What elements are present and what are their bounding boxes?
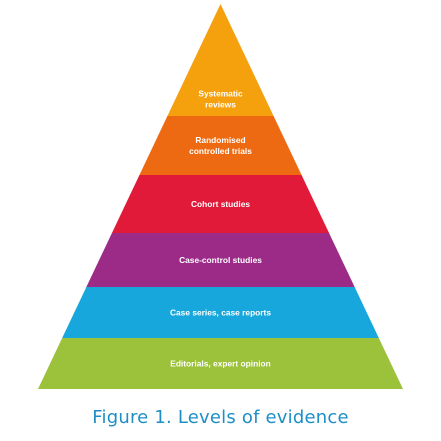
pyramid-bands <box>38 4 403 389</box>
pyramid-level-4-label: Case-control studies <box>179 255 262 265</box>
pyramid-level-6 <box>38 338 403 389</box>
pyramid-level-6-label: Editorials, expert opinion <box>170 359 271 369</box>
pyramid-level-5-label-line: Case series, case reports <box>170 308 271 318</box>
pyramid-level-5 <box>62 287 379 338</box>
pyramid-level-2-label-line: controlled trials <box>189 146 252 156</box>
pyramid-level-3 <box>111 175 330 233</box>
pyramid-level-5-label: Case series, case reports <box>170 308 271 318</box>
pyramid-level-6-label-line: Editorials, expert opinion <box>170 359 271 369</box>
figure-caption: Figure 1. Levels of evidence <box>92 407 349 428</box>
pyramid-level-1-label-line: reviews <box>205 100 236 110</box>
pyramid-level-2-label-line: Randomised <box>195 135 245 145</box>
pyramid-level-4 <box>86 233 355 287</box>
pyramid-level-4-label-line: Case-control studies <box>179 255 262 265</box>
pyramid-level-3-label: Cohort studies <box>191 199 250 209</box>
pyramid-level-2 <box>139 116 302 175</box>
pyramid-level-1-label-line: Systematic <box>198 89 243 99</box>
pyramid-level-3-label-line: Cohort studies <box>191 199 250 209</box>
pyramid-level-1 <box>167 4 274 116</box>
